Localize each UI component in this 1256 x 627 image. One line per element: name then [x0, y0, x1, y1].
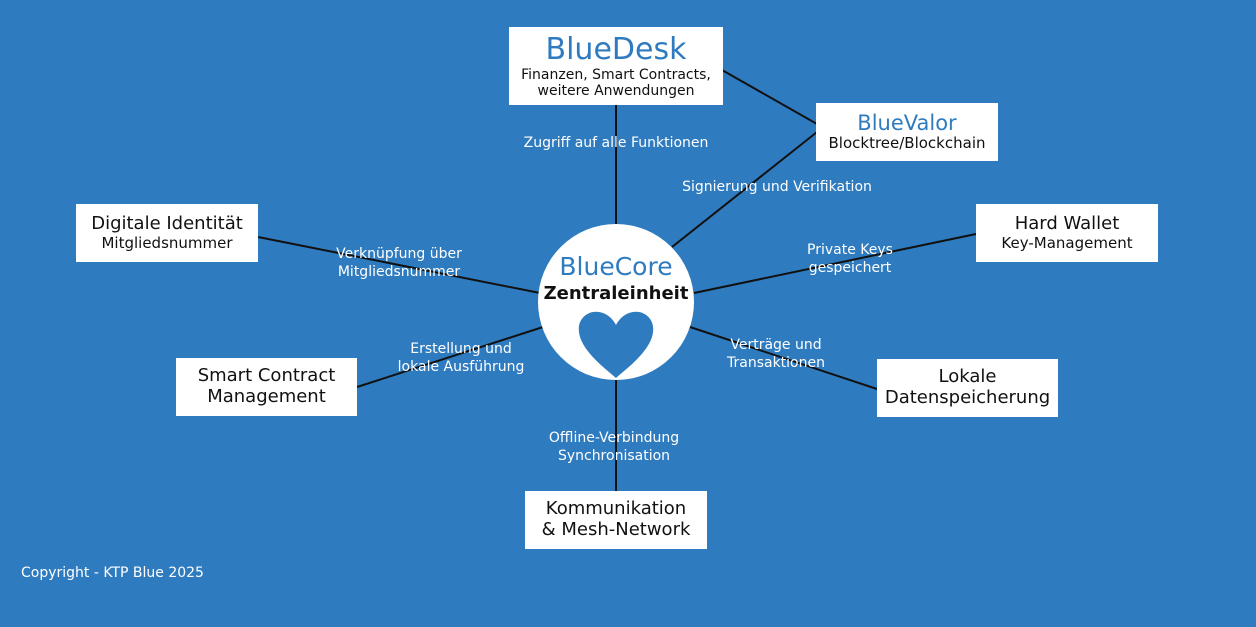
edge-label-smart-contract: Erstellung und lokale Ausführung	[397, 341, 525, 375]
node-bluedesk-line1: Finanzen, Smart Contracts,	[521, 67, 711, 84]
edge-label-bluedesk: Zugriff auf alle Funktionen	[523, 135, 709, 151]
node-smart-contract-line2: Management	[207, 386, 326, 407]
node-digitale-identitaet: Digitale Identität Mitgliedsnummer	[76, 204, 258, 262]
node-lokale-daten-line1: Lokale	[938, 366, 997, 388]
node-identitaet-title: Digitale Identität	[91, 213, 243, 235]
core-subtitle: Zentraleinheit	[543, 283, 689, 304]
link-wallet	[693, 233, 977, 294]
edge-label-identitaet: Verknüpfung über Mitgliedsnummer	[336, 246, 462, 280]
heart-icon	[578, 311, 654, 378]
node-hard-wallet: Hard Wallet Key-Management	[976, 204, 1158, 262]
node-bluedesk-title: BlueDesk	[545, 31, 687, 67]
node-lokale-daten: Lokale Datenspeicherung	[877, 359, 1058, 417]
node-lokale-daten-line2: Datenspeicherung	[884, 387, 1051, 408]
node-kommunikation-line2: & Mesh-Network	[541, 519, 691, 540]
link-lokale-daten	[689, 326, 878, 390]
link-identitaet	[257, 236, 541, 294]
edge-label-bluevalor: Signierung und Verifikation	[682, 179, 872, 195]
edge-label-wallet: Private Keys gespeichert	[807, 242, 893, 276]
node-bluecore: BlueCore Zentraleinheit	[538, 224, 694, 380]
edge-label-lokale-daten: Verträge und Transaktionen	[727, 337, 825, 371]
node-smart-contract-line1: Smart Contract	[197, 365, 336, 387]
node-identitaet-line1: Mitgliedsnummer	[101, 233, 233, 252]
link-bluevalor	[671, 131, 818, 248]
link-smart-contract	[356, 326, 544, 388]
node-wallet-title: Hard Wallet	[1014, 213, 1120, 235]
node-smart-contract: Smart Contract Management	[176, 358, 357, 416]
node-bluevalor: BlueValor Blocktree/Blockchain	[816, 103, 998, 161]
link-bluedesk-bluevalor	[721, 69, 818, 125]
edge-label-kommunikation: Offline-Verbindung Synchronisation	[548, 430, 680, 464]
node-bluedesk-line2: weitere Anwendungen	[537, 83, 695, 100]
node-bluevalor-line1: Blocktree/Blockchain	[828, 134, 986, 153]
node-bluevalor-title: BlueValor	[857, 111, 957, 136]
node-kommunikation-line1: Kommunikation	[545, 498, 687, 520]
copyright-text: Copyright - KTP Blue 2025	[21, 565, 204, 581]
node-wallet-line1: Key-Management	[1001, 233, 1133, 252]
core-title: BlueCore	[559, 252, 673, 281]
node-bluedesk: BlueDesk Finanzen, Smart Contracts, weit…	[509, 27, 723, 105]
node-kommunikation: Kommunikation & Mesh-Network	[525, 491, 707, 549]
